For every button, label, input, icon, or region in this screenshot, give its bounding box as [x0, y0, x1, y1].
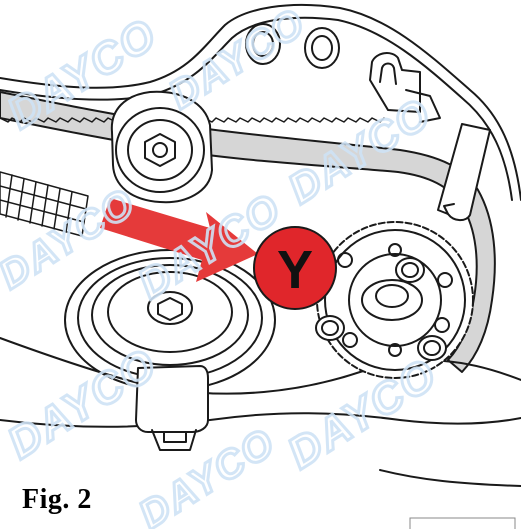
idler-hex-bolt	[144, 133, 176, 167]
cover-hole-right-inner	[311, 35, 333, 61]
figure-caption: Fig. 2	[22, 484, 92, 515]
cover-hole-left-inner	[252, 31, 274, 57]
cover-hole-left	[245, 23, 281, 65]
callout-letter: Y	[277, 240, 313, 300]
corner-frame	[409, 517, 516, 529]
sensor-bracket	[135, 365, 209, 433]
cam-sprocket	[315, 221, 474, 379]
mesh-grille	[0, 171, 89, 237]
cover-hole-right	[304, 27, 340, 69]
bracket-top-right	[369, 52, 421, 113]
direction-arrow	[100, 198, 258, 282]
timing-belt	[0, 91, 496, 373]
callout-badge: Y	[253, 226, 337, 310]
engine-cover-outline	[0, 3, 521, 201]
